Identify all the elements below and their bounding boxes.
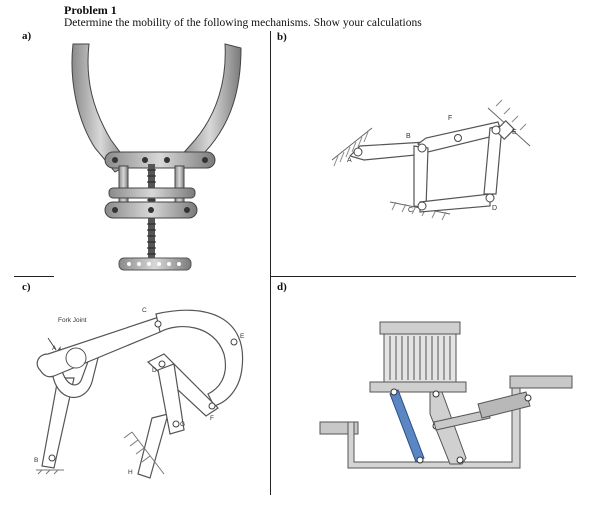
label-c-F: F: [210, 415, 214, 422]
label-b-F: F: [448, 115, 452, 122]
figure-b-linkage: A B C D E F: [331, 99, 531, 221]
part-b-label: b): [277, 31, 287, 43]
horizontal-divider-left: [14, 276, 54, 277]
vertical-divider: [270, 31, 271, 495]
horizontal-divider-right: [270, 276, 576, 277]
label-c-fork-joint: Fork Joint: [58, 317, 87, 324]
label-c-D: D: [152, 367, 157, 374]
label-c-B: B: [34, 457, 38, 464]
label-c-G: G: [180, 421, 185, 428]
label-c-E: E: [240, 333, 245, 340]
part-c-label: c): [22, 281, 31, 293]
problem-instructions: Determine the mobility of the following …: [64, 17, 422, 29]
label-b-D: D: [492, 205, 497, 212]
part-a-label: a): [22, 30, 32, 42]
figure-c-fork-linkage: Fork Joint A B C D E F G H: [34, 307, 245, 479]
label-b-A: A: [347, 157, 352, 164]
figure-d-lift-mechanism: [319, 321, 573, 469]
label-c-C: C: [142, 307, 147, 314]
label-b-C: C: [408, 207, 413, 214]
label-b-B: B: [406, 133, 411, 140]
label-c-A: A: [52, 345, 57, 352]
problem-title: Problem 1: [64, 3, 117, 17]
label-c-H: H: [128, 469, 133, 476]
label-b-E: E: [512, 129, 517, 136]
figure-a-clamp: [71, 43, 242, 271]
part-d-label: d): [277, 281, 287, 293]
